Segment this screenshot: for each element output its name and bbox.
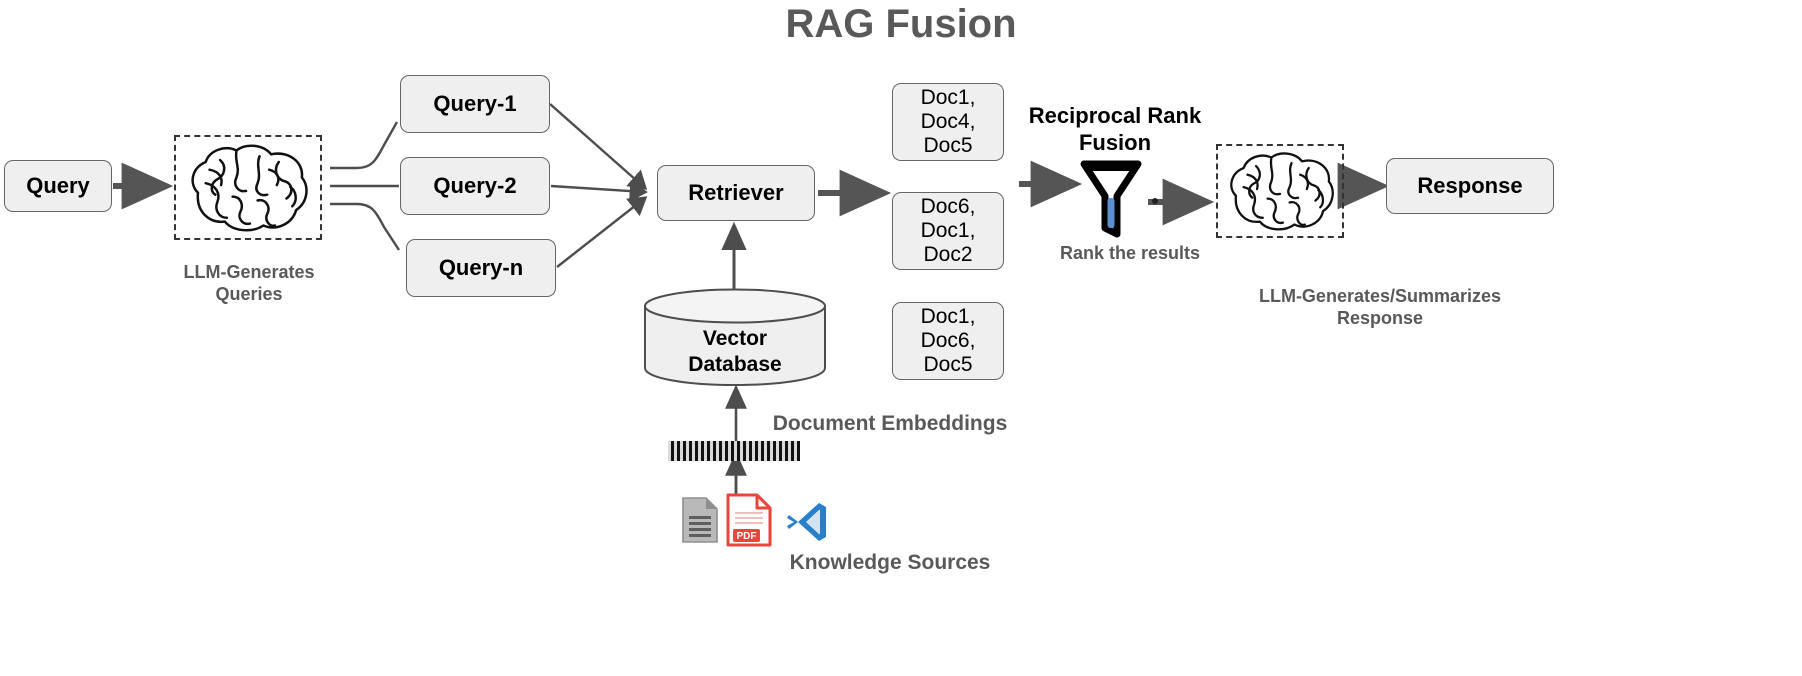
vector-database-node[interactable]: Vector Database [644,288,826,386]
vector-database-label-line2: Database [688,353,782,377]
llm-queries-label-line2: Queries [215,283,283,304]
doc-list-2-line-3: Doc2 [923,243,973,267]
retrieved-doc-list-1[interactable]: Doc1, Doc4, Doc5 [892,83,1004,161]
llm-generates-queries-node[interactable] [174,135,322,240]
generated-query-n[interactable]: Query-n [406,239,556,297]
retriever-node[interactable]: Retriever [657,165,815,221]
rrf-label-line2: Fusion [1078,129,1152,155]
rank-the-results-label: Rank the results [1059,243,1201,263]
cylinder-icon [644,288,826,386]
embedding-vector-barcode-icon [668,441,800,461]
document-embeddings-label: Document Embeddings [772,412,1008,435]
document-file-icon[interactable] [680,496,720,544]
funnel-icon [1078,158,1144,242]
doc-list-1-line-2: Doc4, [920,109,976,133]
reciprocal-rank-fusion-label: Reciprocal Rank Fusion [1014,103,1216,157]
knowledge-sources-label: Knowledge Sources [789,551,991,574]
doc-list-3-line-2: Doc6, [920,328,976,352]
llm-summarizes-response-node[interactable] [1216,144,1344,238]
llm-summarizes-response-label: LLM-Generates/Summarizes Response [1130,286,1630,330]
wires-queries-to-retriever [549,103,648,268]
wires-llm-to-queries [330,121,401,251]
llm-queries-label-line1: LLM-Generates [183,262,315,282]
retrieved-doc-list-2[interactable]: Doc6, Doc1, Doc2 [892,192,1004,270]
brain-icon [1230,152,1334,231]
query-node[interactable]: Query [4,160,112,212]
retrieved-doc-list-3[interactable]: Doc1, Doc6, Doc5 [892,302,1004,380]
doc-list-2-line-2: Doc1, [920,218,976,242]
generated-query-2[interactable]: Query-2 [400,157,550,215]
svg-text:PDF: PDF [737,531,757,542]
doc-list-2-line-1: Doc6, [920,194,976,218]
page-title: RAG Fusion [785,2,1017,46]
vscode-file-icon[interactable] [786,500,828,544]
rrf-label-line1: Reciprocal Rank [1028,103,1202,128]
doc-list-1-line-1: Doc1, [920,85,976,109]
llm-generates-queries-label: LLM-Generates Queries [158,262,340,306]
generated-query-1[interactable]: Query-1 [400,75,550,133]
doc-list-3-line-1: Doc1, [920,304,976,328]
doc-list-1-line-3: Doc5 [923,134,973,158]
vector-database-label: Vector Database [644,326,826,379]
funnel-drip-icon [1152,198,1158,204]
pdf-file-icon[interactable]: PDF [724,492,774,548]
response-node[interactable]: Response [1386,158,1554,214]
vector-database-label-line1: Vector [702,327,768,350]
doc-list-3-line-3: Doc5 [923,353,973,377]
brain-icon [191,144,308,232]
llm-summarizes-label-line1: LLM-Generates/Summarizes [1258,286,1502,306]
llm-summarizes-label-line2: Response [1336,307,1424,328]
